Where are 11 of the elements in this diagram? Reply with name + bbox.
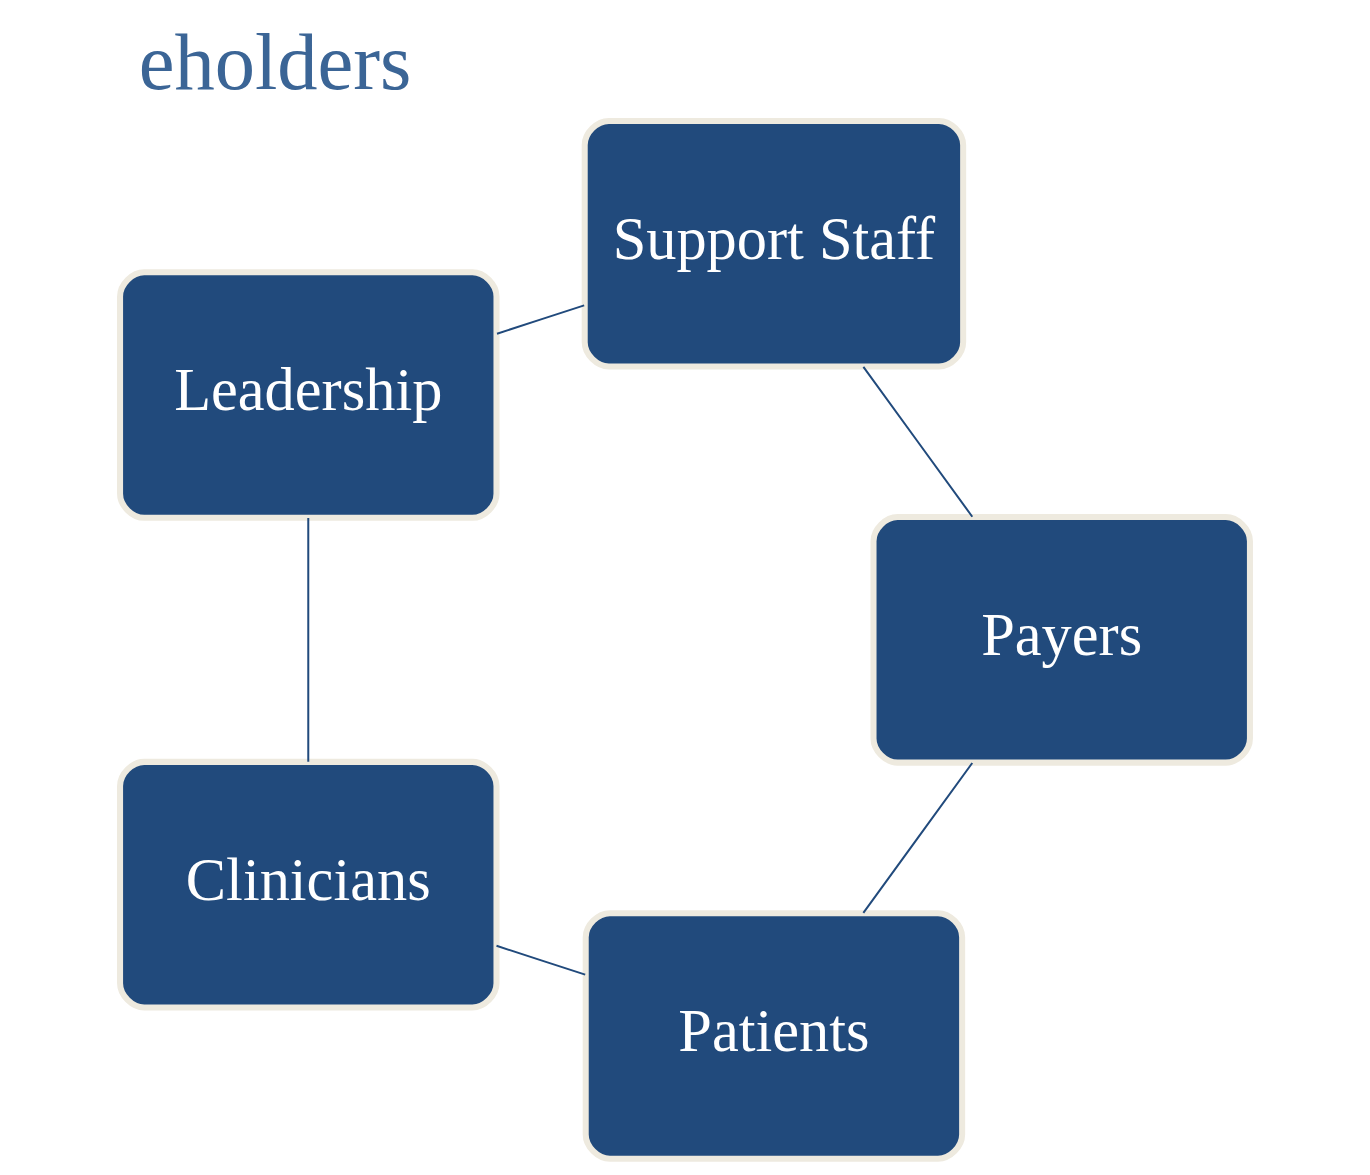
node-box: Leadership bbox=[117, 269, 500, 521]
diagram-title: eholders bbox=[138, 16, 412, 106]
connector bbox=[862, 366, 974, 518]
connector bbox=[496, 304, 585, 335]
node-box: Payers bbox=[870, 514, 1253, 766]
node-box: Support Staff bbox=[581, 117, 967, 370]
node-box: Clinicians bbox=[117, 758, 500, 1011]
node-box: Patients bbox=[582, 910, 966, 1162]
connector bbox=[862, 762, 974, 914]
connector bbox=[496, 944, 586, 976]
connector bbox=[307, 518, 310, 762]
